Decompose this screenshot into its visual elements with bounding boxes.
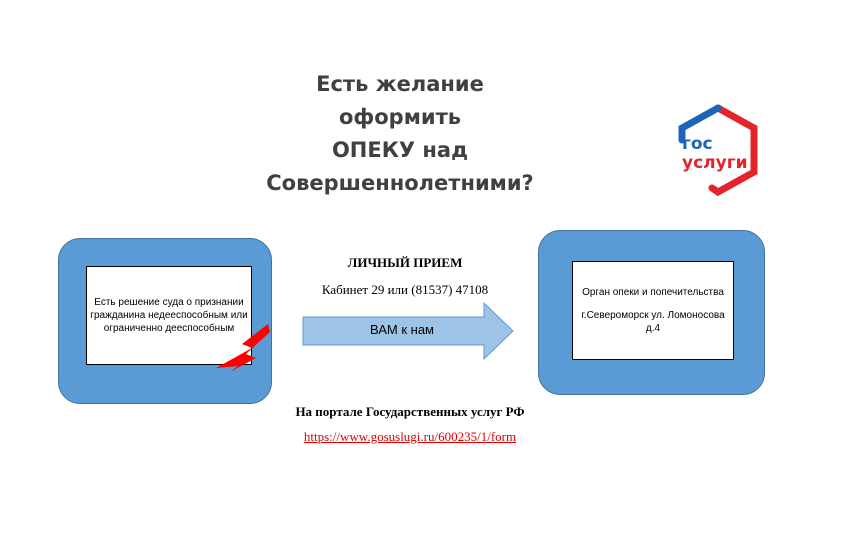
logo-text-gos: гос xyxy=(682,134,713,154)
personal-reception-heading: ЛИЧНЫЙ ПРИЕМ xyxy=(347,255,463,270)
address-text: г.Североморск ул. Ломоносова д.4 xyxy=(581,310,725,334)
arrow-label: ВАМ к нам xyxy=(370,322,434,337)
court-decision-text: Есть решение суда о признании гражданина… xyxy=(90,297,248,334)
logo-text-uslugi: услуги xyxy=(682,153,748,173)
page-title: Есть желание оформить ОПЕКУ над Совершен… xyxy=(250,68,550,200)
title-line-3: ОПЕКУ над xyxy=(331,138,469,162)
lightning-icon xyxy=(216,324,270,372)
cabinet-phone-text: Кабинет 29 или (81537) 47108 xyxy=(321,282,489,297)
gosuslugi-link[interactable]: https://www.gosuslugi.ru/600235/1/form xyxy=(303,429,517,444)
portal-heading: На портале Государственных услуг РФ xyxy=(295,404,525,419)
guardianship-authority-text: Орган опеки и попечительства xyxy=(582,287,724,298)
right-inner-box: Орган опеки и попечительства г.Северомор… xyxy=(572,261,734,360)
right-arrow-icon xyxy=(302,302,514,360)
title-line-2: оформить xyxy=(338,105,462,129)
title-line-1: Есть желание xyxy=(316,72,484,96)
gosuslugi-logo: гос услуги xyxy=(678,104,758,197)
left-inner-box: Есть решение суда о признании гражданина… xyxy=(86,266,252,365)
title-line-4: Совершеннолетними? xyxy=(266,171,534,195)
